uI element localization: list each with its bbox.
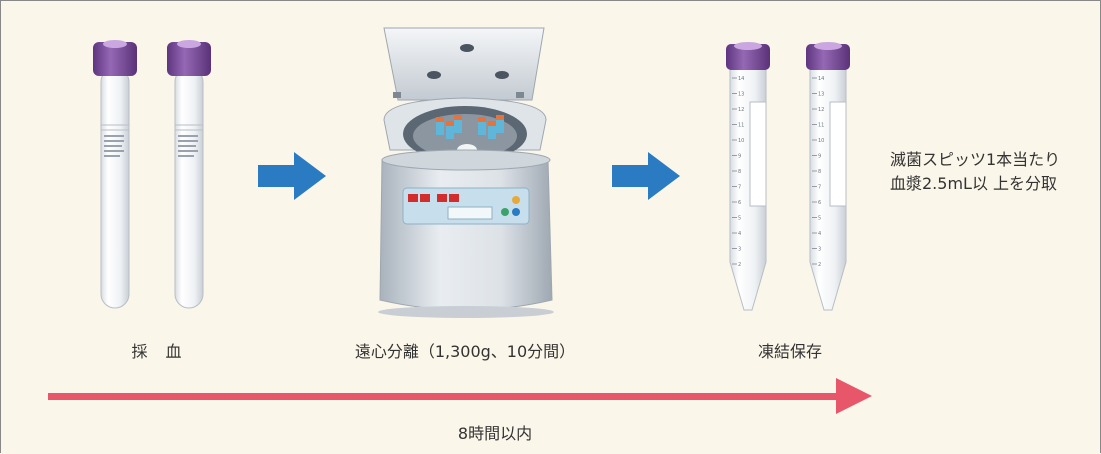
scale-tick-label: 12 xyxy=(818,107,824,113)
scale-tick-label: 2 xyxy=(738,262,741,268)
scale-tick-label: 13 xyxy=(738,92,744,98)
aliquot-note: 滅菌スピッツ1本当たり 血漿2.5mL以 上を分取 xyxy=(890,148,1060,196)
time-limit-label: 8時間以内 xyxy=(457,424,533,443)
scale-tick-label: 12 xyxy=(738,107,744,113)
scale-tick-label: 7 xyxy=(818,185,821,191)
scale-tick-label: 3 xyxy=(738,247,741,253)
scale-right: 14 13 12 11 10 9 8 7 6 5 4 3 2 xyxy=(812,76,824,268)
blood-draw-label: 採 血 xyxy=(131,342,183,361)
scale-tick-label: 14 xyxy=(818,76,824,82)
centrifuge-label: 遠心分離（1,300g、10分間） xyxy=(354,342,576,361)
scale-tick-label: 9 xyxy=(818,154,821,160)
scale-tick-label: 10 xyxy=(738,138,744,144)
scale-tick-label: 14 xyxy=(738,76,744,82)
scale-tick-label: 5 xyxy=(818,216,821,222)
aliquot-note-line-2: 血漿2.5mL以 上を分取 xyxy=(890,174,1058,193)
timeline-arrow xyxy=(48,378,872,414)
scale-tick-label: 4 xyxy=(738,231,741,237)
conical-tube-right: 14 13 12 11 10 9 8 7 6 5 4 3 2 xyxy=(806,42,850,311)
scale-tick-label: 11 xyxy=(738,123,744,129)
scale-tick-label: 8 xyxy=(818,169,821,175)
freeze-storage-label: 凍結保存 xyxy=(757,342,822,361)
scale-left: 14 13 12 11 10 9 8 7 6 5 4 3 2 xyxy=(732,76,744,268)
scale-tick-label: 11 xyxy=(818,123,824,129)
scale-tick-label: 5 xyxy=(738,216,741,222)
scale-tick-label: 3 xyxy=(818,247,821,253)
scale-tick-label: 10 xyxy=(818,138,824,144)
blood-tube-left xyxy=(93,40,137,309)
scale-tick-label: 8 xyxy=(738,169,741,175)
step-arrow-2 xyxy=(612,152,680,200)
scale-tick-label: 7 xyxy=(738,185,741,191)
scale-tick-label: 4 xyxy=(818,231,821,237)
step-arrow-1 xyxy=(258,152,326,200)
aliquot-note-line-1: 滅菌スピッツ1本当たり xyxy=(890,150,1061,169)
scale-tick-label: 9 xyxy=(738,154,741,160)
scale-tick-label: 13 xyxy=(818,92,824,98)
conical-tube-left: 14 13 12 11 10 9 8 7 6 5 4 3 2 xyxy=(726,42,770,311)
centrifuge xyxy=(378,27,554,318)
scale-tick-label: 6 xyxy=(818,200,821,206)
scale-tick-label: 6 xyxy=(738,200,741,206)
scale-tick-label: 2 xyxy=(818,262,821,268)
blood-tube-right xyxy=(167,40,211,309)
